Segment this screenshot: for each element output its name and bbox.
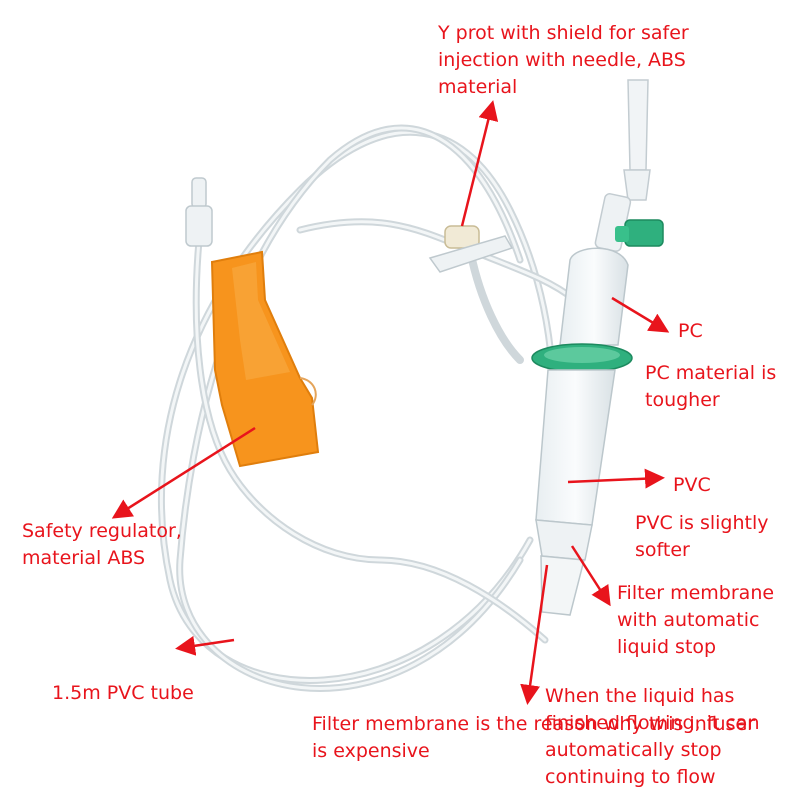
y-port-label-line: injection with needle, ABS [438,49,686,71]
liquid-stop-label-line: finished flowing, it can [545,712,760,734]
filter-label: Filter membrane with automatic liquid st… [617,580,774,661]
safety-regulator [210,250,320,468]
pvc-arrow [567,468,665,489]
tube-label: 1.5m PVC tube [52,682,194,704]
liquid-stop-label: When the liquid has finished flowing, it… [545,683,760,791]
liquid-stop-label-line: continuing to flow [545,766,716,788]
pc-arrow [611,296,670,333]
filter-arrow [570,545,611,607]
liquid-stop-label-line: When the liquid has [545,685,735,707]
regulator-label-line: Safety regulator, [22,520,182,542]
y-port-label-line: material [438,76,518,98]
filter-cost-label-line: Filter membrane is the reason why this i… [312,713,755,735]
y-port-arrow [460,100,499,227]
pc-note-line: PC material is [645,362,777,384]
tube-arrow [175,635,235,656]
regulator-label-line: material ABS [22,547,146,569]
liquid-stop-arrow [520,564,549,705]
callout-arrows [111,100,670,705]
pvc-label: PVC [673,474,711,496]
y-port-label-line: Y prot with shield for safer [438,22,689,44]
filter-label-line: with automatic [617,609,760,631]
spike [594,79,651,252]
pc-note-line: tougher [645,389,720,411]
pvc-tubing [157,124,579,692]
liquid-stop-label-line: automatically stop [545,739,722,761]
filter-label-line: Filter membrane [617,582,775,604]
pc-label: PC [678,320,703,342]
pvc-note: PVC is slightly softer [635,510,769,564]
pvc-note-line: softer [635,539,690,561]
tube-end-connector [185,177,213,247]
filter-cost-label-line: is expensive [312,740,430,762]
drip-chamber [531,247,633,616]
y-port-label: Y prot with shield for safer injection w… [438,20,689,101]
regulator-arrow [111,426,256,519]
air-vent-cap [615,219,664,247]
y-port [428,225,514,273]
filter-label-line: liquid stop [617,636,717,658]
regulator-label: Safety regulator, material ABS [22,518,182,572]
pvc-note-line: PVC is slightly [635,512,769,534]
pc-note: PC material is tougher [645,360,776,414]
filter-cost-label: Filter membrane is the reason why this i… [312,711,755,765]
